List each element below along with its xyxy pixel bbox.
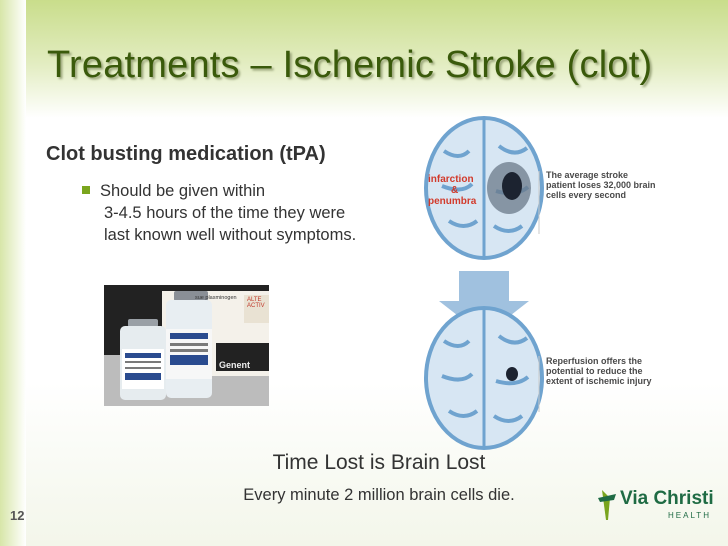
- logo-cross-icon: [598, 490, 616, 520]
- footer-headline: Time Lost is Brain Lost: [272, 451, 486, 474]
- brain-diagram: [424, 116, 716, 450]
- bullet-square-icon: [82, 185, 90, 194]
- box-label-text: sue plasminogen: [195, 295, 237, 301]
- brain-loss-callout: The average stroke patient loses 32,000 …: [546, 170, 656, 200]
- vial-label-text: ALTE ACTIV: [247, 297, 265, 309]
- subheading: Clot busting medication (tPA): [46, 143, 326, 165]
- bullet-first-line: Should be given within: [100, 182, 266, 200]
- bullet-continuation: 3-4.5 hours of the time they were last k…: [104, 204, 357, 244]
- reperfusion-callout: Reperfusion offers the potential to redu…: [546, 356, 652, 386]
- title-band: [0, 0, 728, 118]
- brand-text: Genent: [219, 360, 251, 370]
- page-number: 12: [10, 508, 25, 523]
- penumbra-label: penumbra: [428, 196, 477, 207]
- tpa-vials-photo: sue plasminogen ALTE ACTIV Genent: [104, 285, 269, 406]
- vials-illustration: [104, 285, 269, 406]
- slide-title: Treatments – Ischemic Stroke (clot): [47, 44, 653, 86]
- logo-subtitle: HEALTH: [668, 511, 711, 520]
- down-arrow-icon: [439, 271, 529, 336]
- logo-name: Via Christi: [620, 488, 714, 509]
- infarction-label: infarction: [428, 174, 474, 185]
- left-accent-band: [0, 0, 26, 546]
- bullet-item: Should be given within 3-4.5 hours of th…: [82, 180, 372, 246]
- stroke-brain-figure: infarction & penumbra The average stroke…: [424, 116, 716, 452]
- footer-subline: Every minute 2 million brain cells die.: [243, 486, 515, 504]
- via-christi-logo: Via Christi HEALTH: [598, 486, 723, 530]
- amp-label: &: [451, 185, 459, 196]
